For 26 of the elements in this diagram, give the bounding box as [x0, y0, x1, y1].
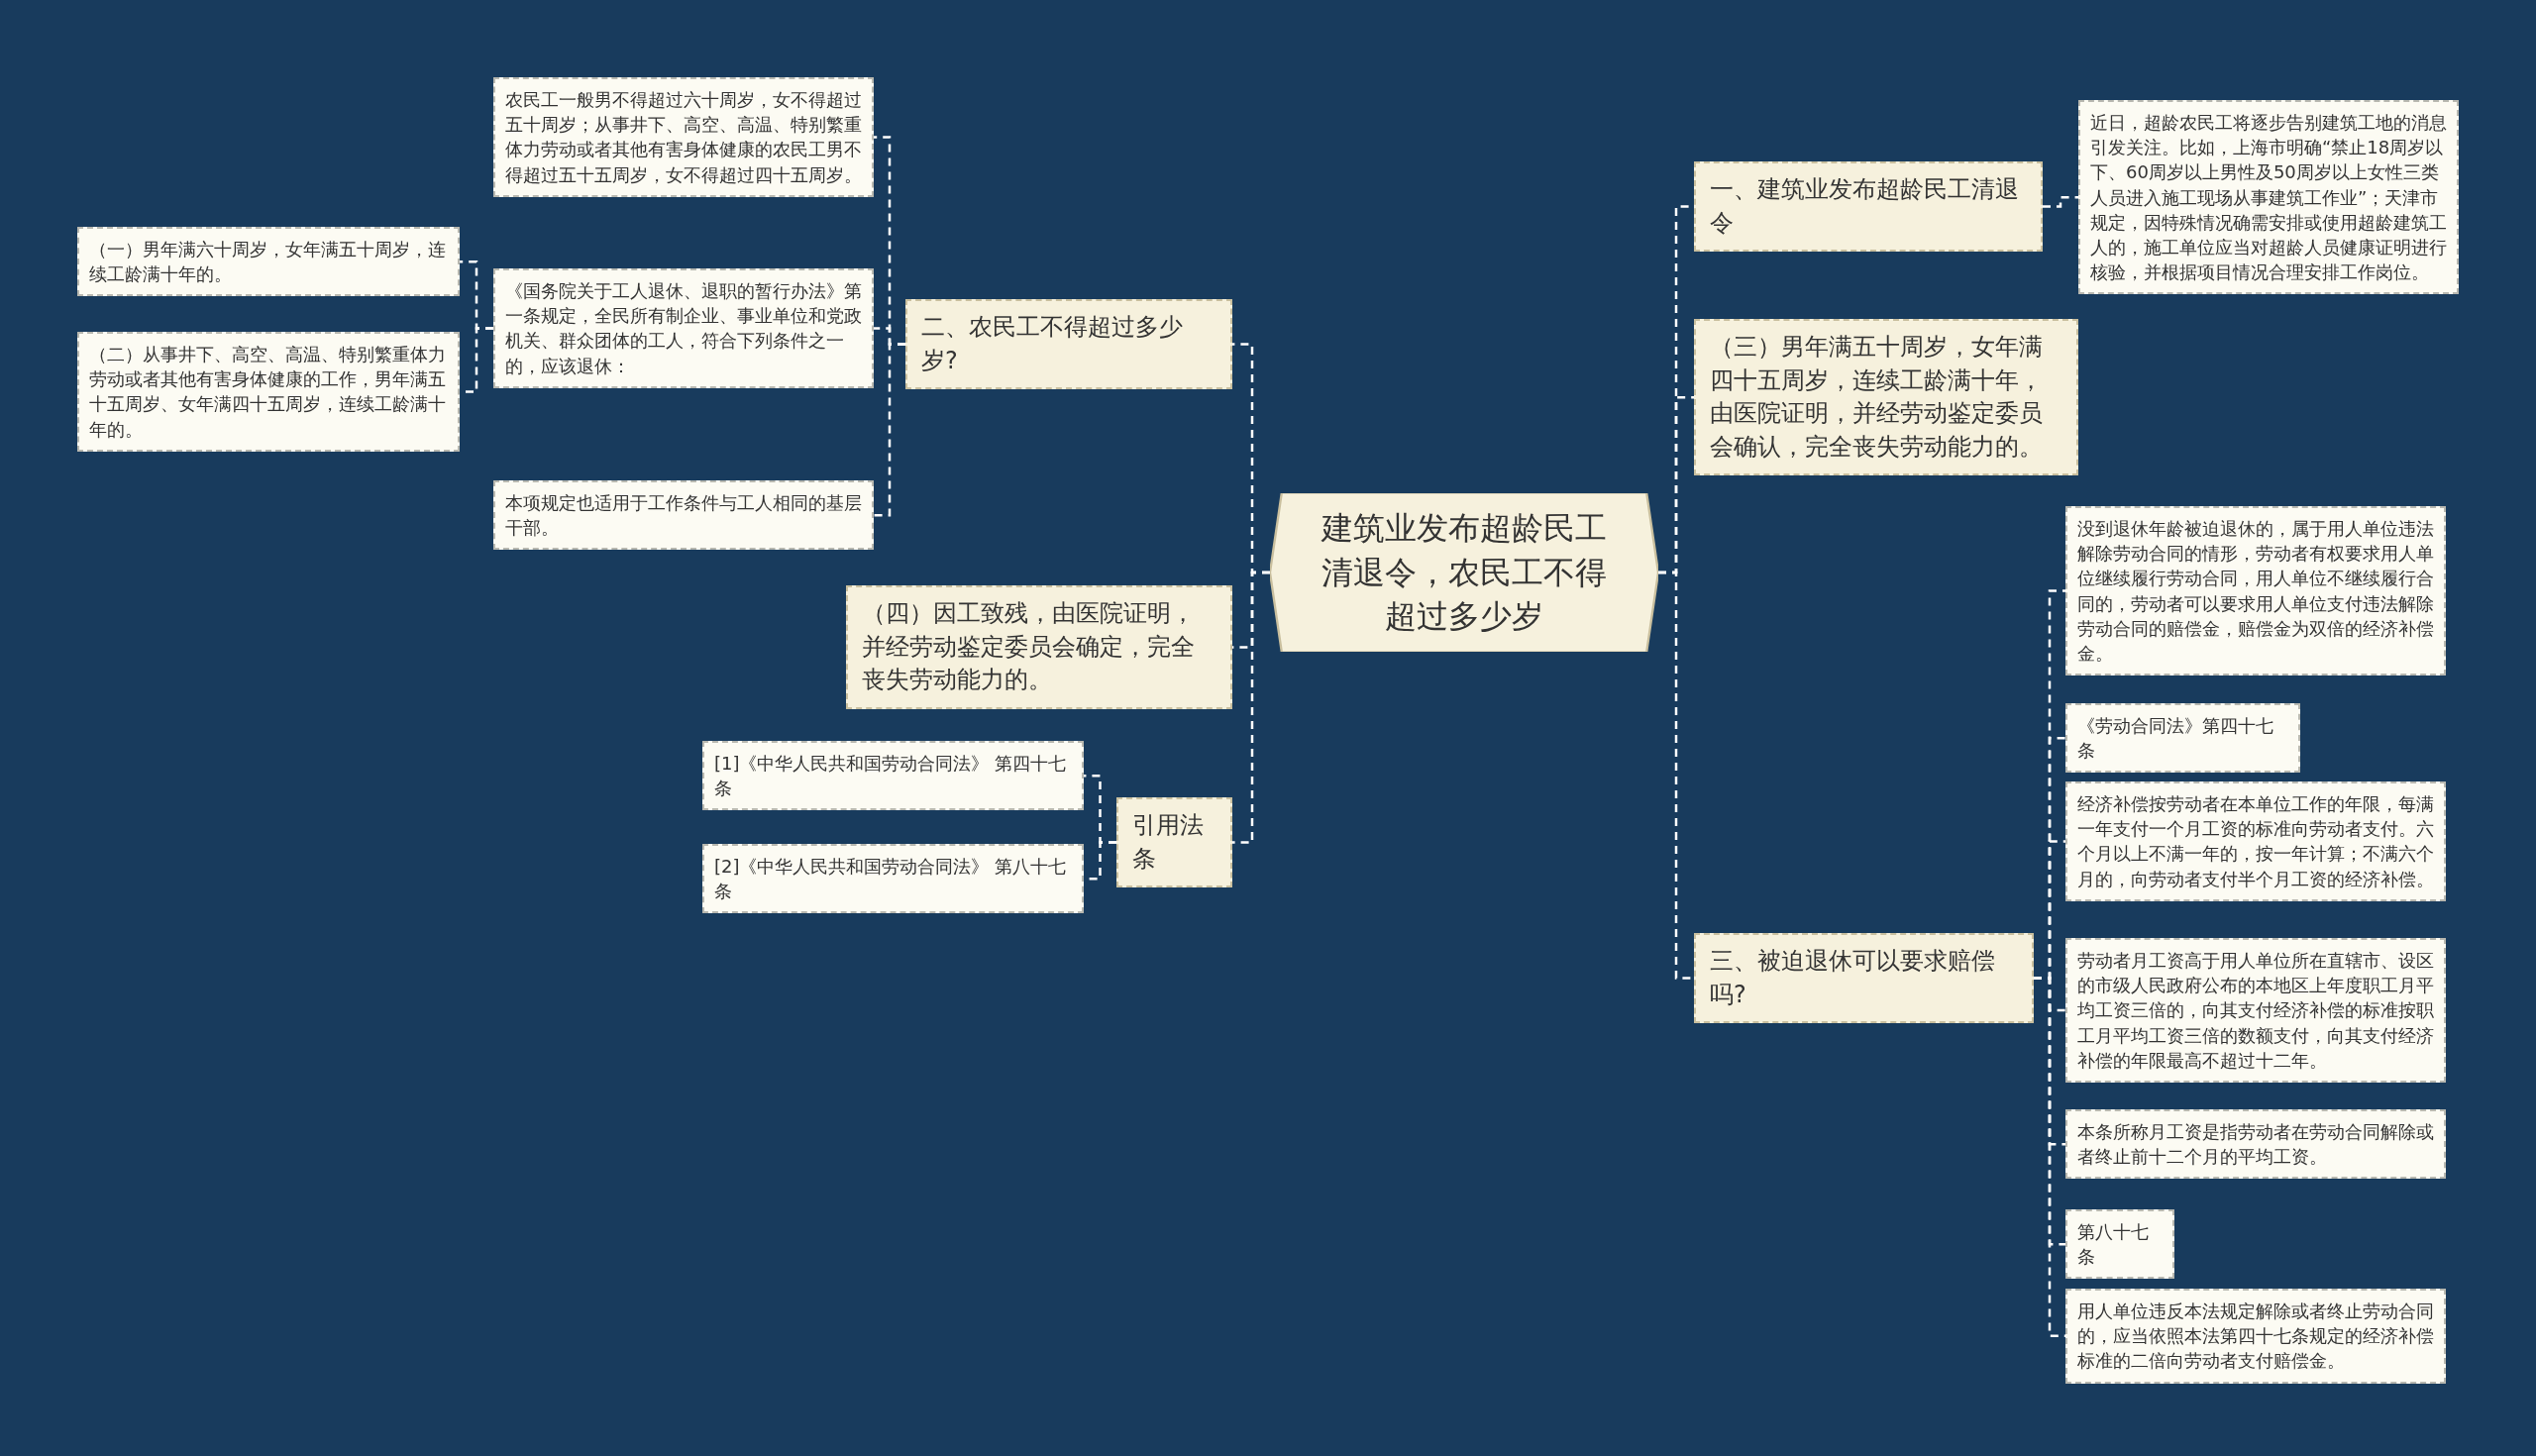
- note-box: （二）从事井下、高空、高温、特别繁重体力劳动或者其他有害身体健康的工作，男年满五十五周岁、女年满四十五周岁，连续工龄满十年的。: [77, 332, 460, 452]
- note-box: 本条所称月工资是指劳动者在劳动合同解除或者终止前十二个月的平均工资。: [2065, 1109, 2446, 1180]
- note-box: （一）男年满六十周岁，女年满五十周岁，连续工龄满十年的。: [77, 227, 460, 297]
- topic-box: 一、建筑业发布超龄民工清退令: [1694, 161, 2043, 253]
- note-box: 没到退休年龄被迫退休的，属于用人单位违法解除劳动合同的情形，劳动者有权要求用人单位继续履行劳动合同，用人单位不继续履行合同的，劳动者可以要求用人单位支付违法解除劳动合同的赔偿金，赔偿金为双倍的经济补偿金。: [2065, 506, 2446, 676]
- note-box: 经济补偿按劳动者在本单位工作的年限，每满一年支付一个月工资的标准向劳动者支付。六个月以上不满一年的，按一年计算；不满六个月的，向劳动者支付半个月工资的经济补偿。: [2065, 781, 2446, 901]
- topic-box: （四）因工致残，由医院证明，并经劳动鉴定委员会确定，完全丧失劳动能力的。: [846, 585, 1232, 709]
- note-box: 劳动者月工资高于用人单位所在直辖市、设区的市级人民政府公布的本地区上年度职工月平均工资三倍的，向其支付经济补偿的标准按职工月平均工资三倍的数额支付，向其支付经济补偿的年限最高不超过十二年。: [2065, 938, 2446, 1083]
- note-box: 本项规定也适用于工作条件与工人相同的基层干部。: [493, 480, 874, 551]
- connector-line: [2034, 977, 2065, 1338]
- note-box: [2]《中华人民共和国劳动合同法》 第八十七条: [702, 844, 1084, 914]
- topic-box: 二、农民工不得超过多少岁?: [905, 299, 1232, 390]
- note-box: [1]《中华人民共和国劳动合同法》 第四十七条: [702, 741, 1084, 811]
- central-topic-hexagon: 建筑业发布超龄民工清退令，农民工不得超过多少岁: [1270, 493, 1658, 652]
- connector-line: [2043, 195, 2078, 208]
- note-box: 第八十七条: [2065, 1209, 2174, 1280]
- note-box: 农民工一般男不得超过六十周岁，女不得超过五十周岁；从事井下、高空、高温、特别繁重体力劳动或者其他有害身体健康的农民工男不得超过五十五周岁，女不得超过四十五周岁。: [493, 77, 874, 197]
- note-box: 《国务院关于工人退休、退职的暂行办法》第一条规定，全民所有制企业、事业单位和党政机关、群众团体的工人，符合下列条件之一的，应该退休：: [493, 268, 874, 388]
- connector-line: [874, 343, 905, 517]
- connector-line: [1232, 571, 1270, 844]
- note-box: 用人单位违反本法规定解除或者终止劳动合同的，应当依照本法第四十七条规定的经济补偿标准的二倍向劳动者支付赔偿金。: [2065, 1289, 2446, 1384]
- topic-box: 引用法条: [1116, 797, 1232, 888]
- note-box: 《劳动合同法》第四十七条: [2065, 703, 2300, 774]
- topic-box: （三）男年满五十周岁，女年满四十五周岁，连续工龄满十年，由医院证明，并经劳动鉴定委员会确认，完全丧失劳动能力的。: [1694, 319, 2078, 476]
- topic-box: 三、被迫退休可以要求赔偿吗?: [1694, 933, 2034, 1024]
- note-box: 近日，超龄农民工将逐步告别建筑工地的消息引发关注。比如，上海市明确“禁止18周岁以下、60周岁以上男性及50周岁以上女性三类人员进入施工现场从事建筑工作业”；天津市规定，因特殊情况确需安排或使用超龄建筑工人的，施工单位应当对超龄人员健康证明进行核验，并根据项目情况合理安排工作岗位。: [2078, 100, 2459, 295]
